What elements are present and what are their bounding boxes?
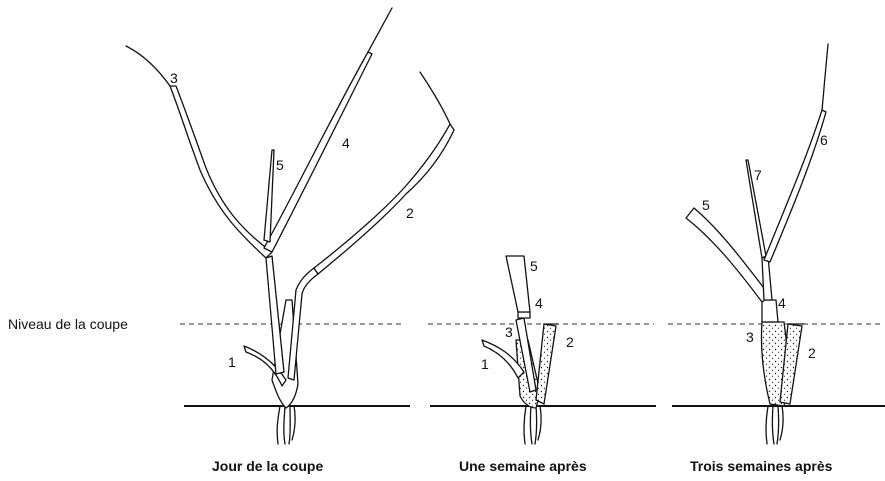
leaf-label: 6 <box>820 132 828 148</box>
leaf-label: 2 <box>808 345 816 361</box>
leaf-2-stem <box>288 268 318 380</box>
plant-three-weeks-after <box>686 44 828 444</box>
leaf-label: 3 <box>505 324 513 340</box>
leaf-3 <box>170 86 272 258</box>
roots <box>277 406 295 444</box>
leaf-label: 4 <box>778 295 786 311</box>
leaf-5 <box>506 256 530 312</box>
main-stem <box>266 256 284 374</box>
leaf-4-collar <box>762 300 778 322</box>
cut-level-label: Niveau de la coupe <box>8 316 128 332</box>
leaf-6 <box>764 110 826 262</box>
caption-three-weeks-after: Trois semaines après <box>690 458 833 474</box>
leaf-4-collar <box>518 312 530 318</box>
leaf-4 <box>264 52 372 252</box>
leaf-label: 4 <box>535 295 543 311</box>
leaf-label: 1 <box>228 354 236 370</box>
roots <box>524 406 541 444</box>
regrowth-stem <box>762 256 772 300</box>
leaf-label: 7 <box>754 167 762 183</box>
leaf-2 <box>314 124 454 274</box>
leaf-label: 3 <box>170 70 178 86</box>
leaf-label: 2 <box>566 334 574 350</box>
leaf-label: 5 <box>276 157 284 173</box>
leaf-label: 4 <box>342 135 350 151</box>
leaf-label: 1 <box>481 356 489 372</box>
leaf-5 <box>264 150 274 242</box>
leaf-label: 2 <box>406 205 414 221</box>
caption-day-of-cut: Jour de la coupe <box>212 458 323 474</box>
plant-one-week-after <box>482 256 558 444</box>
leaf-label: 5 <box>702 197 710 213</box>
leaf-label: 3 <box>746 329 754 345</box>
leaf-label: 5 <box>530 258 538 274</box>
roots <box>766 406 783 444</box>
caption-one-week-after: Une semaine après <box>459 458 587 474</box>
